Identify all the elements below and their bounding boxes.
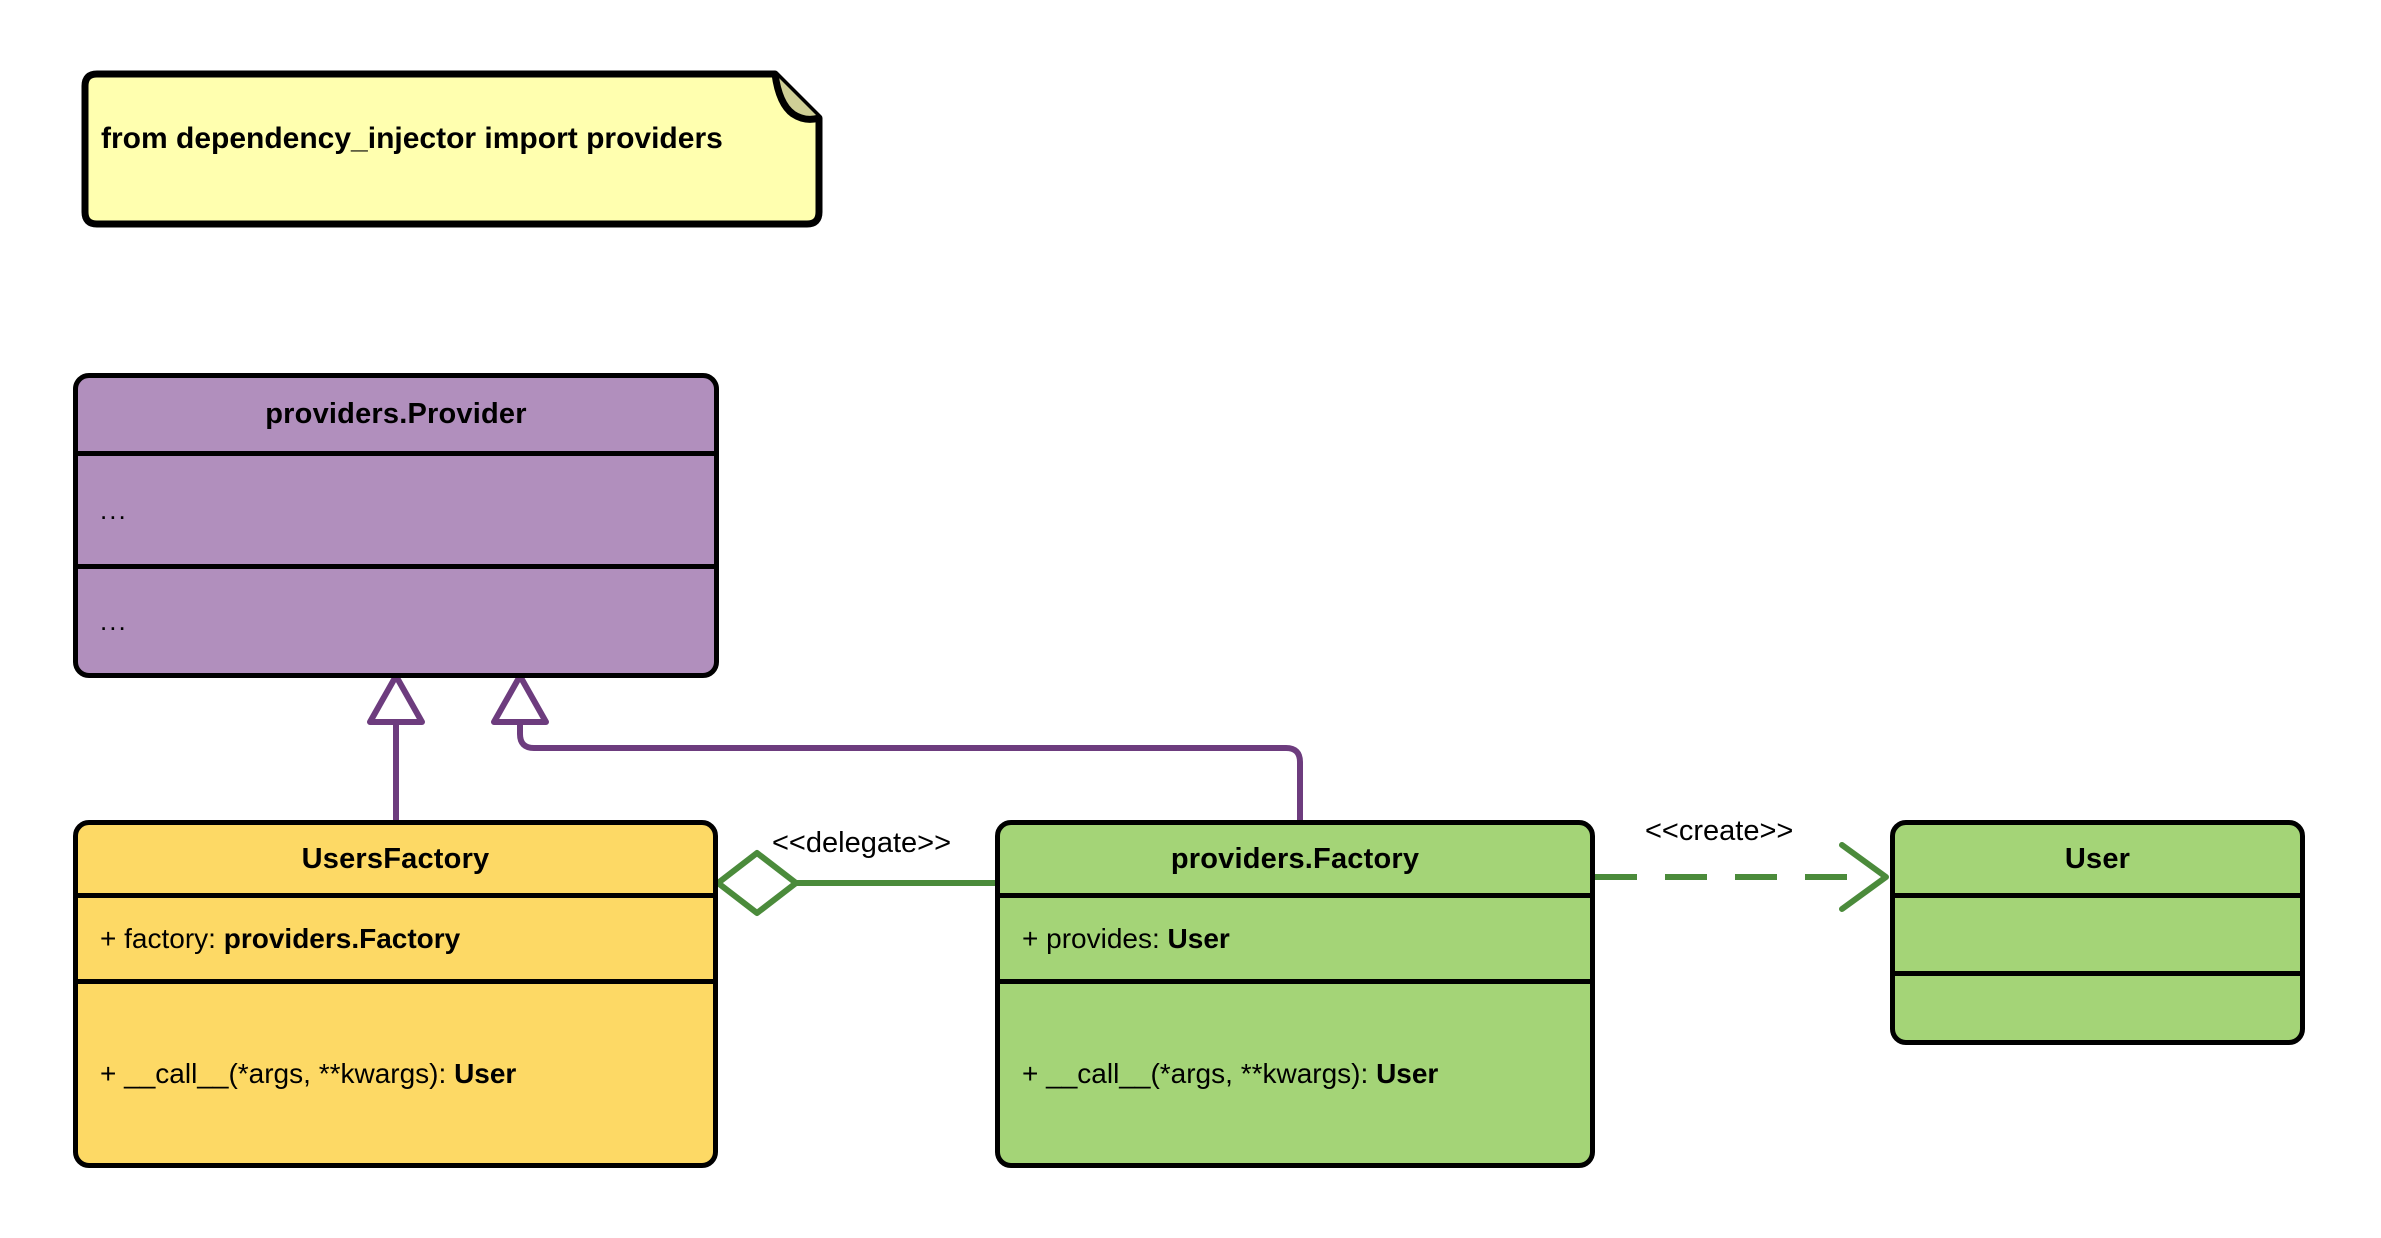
attributes-compartment-providers-factory: + provides: User [1000, 893, 1590, 979]
attribute-row: + provides: User [1022, 922, 1230, 954]
delegate-label: <<delegate>> [772, 827, 952, 859]
method-ellipsis: ... [100, 605, 128, 636]
class-title-providers-factory: providers.Factory [1170, 843, 1420, 875]
create-label: <<create>> [1645, 815, 1794, 847]
class-title-usersfactory: UsersFactory [301, 843, 490, 875]
note-text: from dependency_injector import provider… [101, 122, 723, 155]
attributes-compartment-providers-provider: ... [78, 451, 714, 564]
attributes-compartment-usersfactory: + factory: providers.Factory [78, 893, 713, 979]
attribute-row: + factory: providers.Factory [100, 922, 461, 954]
methods-compartment-usersfactory: + __call__(*args, **kwargs): User [78, 979, 713, 1163]
note-shape [81, 70, 823, 228]
class-user[interactable]: User [1890, 820, 2305, 1045]
methods-compartment-providers-provider: ... [78, 564, 714, 673]
dependency-create [1595, 842, 1889, 912]
aggregation-delegate [715, 850, 995, 916]
class-providers-provider[interactable]: providers.Provider ... ... [73, 373, 719, 678]
class-providers-factory[interactable]: providers.Factory + provides: User + __c… [995, 820, 1595, 1168]
generalization-providersfactory [491, 673, 1303, 820]
methods-compartment-providers-factory: + __call__(*args, **kwargs): User [1000, 979, 1590, 1163]
attribute-ellipsis: ... [100, 494, 128, 525]
attributes-compartment-user [1895, 893, 2300, 971]
import-note[interactable]: from dependency_injector import provider… [73, 70, 823, 228]
method-row: + __call__(*args, **kwargs): User [1022, 1057, 1439, 1089]
class-title-providers-provider: providers.Provider [265, 398, 527, 430]
generalization-usersfactory [367, 673, 425, 820]
class-title-user: User [2064, 843, 2131, 875]
method-row: + __call__(*args, **kwargs): User [100, 1057, 517, 1089]
class-usersfactory[interactable]: UsersFactory + factory: providers.Factor… [73, 820, 718, 1168]
methods-compartment-user [1895, 971, 2300, 1035]
